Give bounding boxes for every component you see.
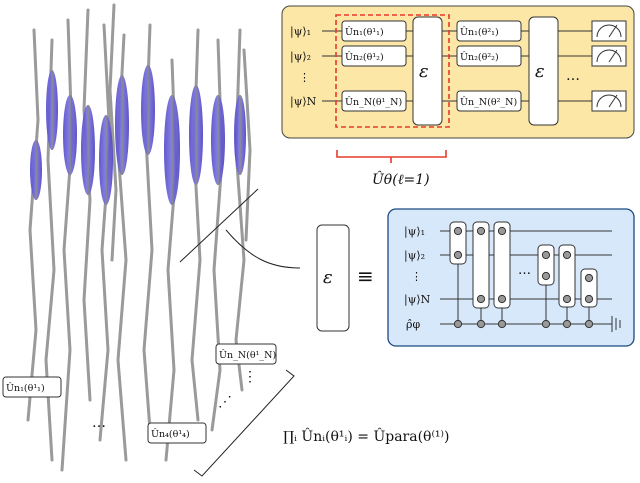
fiber-strand xyxy=(26,28,40,422)
meter-n xyxy=(591,90,627,112)
horizontal-dots: … xyxy=(92,415,106,431)
fiber-gate-n-label: Ûn_N(θ¹_N) xyxy=(219,349,276,361)
top-input-2: |ψ⟩₂ xyxy=(290,50,311,64)
right-ellipsis: … xyxy=(518,263,531,278)
top-input-n: |ψ⟩N xyxy=(290,95,317,109)
equiv-symbol: ≡ xyxy=(357,264,374,288)
fiber-gate-4-label: Ûn₄(θ¹₄) xyxy=(151,428,190,440)
gate-layer1-1-label: Ûn₁(θ¹₁) xyxy=(345,26,384,38)
right-circuit-panel: |ψ⟩₁ |ψ⟩₂ ⋮ |ψ⟩N ρ̂φ … xyxy=(387,208,635,347)
gate-layer1-n-label: Ûn_N(θ¹_N) xyxy=(345,96,402,108)
cgate-2 xyxy=(472,221,490,329)
zoom-connector xyxy=(179,188,301,269)
vertical-dots: ⋮ xyxy=(243,369,257,385)
fiber-gate-n xyxy=(215,343,277,365)
fiber-strand xyxy=(82,8,92,402)
fiber-strand xyxy=(242,48,252,242)
cgate-1 xyxy=(449,221,467,329)
meter-2 xyxy=(591,45,627,67)
gate-layer2-2-label: Ûn₂(θ²₂) xyxy=(460,51,499,63)
fiber-strand xyxy=(60,18,74,472)
fiber-gate-1 xyxy=(2,376,62,398)
right-probe: ρ̂φ xyxy=(406,318,420,331)
meter-1 xyxy=(591,20,627,42)
fiber-strand xyxy=(108,3,118,262)
entangler-detail-box xyxy=(316,224,350,332)
bottom-bracket xyxy=(193,369,295,477)
entangler-1-symbol: ε xyxy=(419,61,429,82)
top-input-dots: ⋮ xyxy=(299,71,310,84)
gate-layer2-n xyxy=(456,90,522,112)
fiber-strand xyxy=(98,23,112,442)
cgate-5 xyxy=(558,244,576,329)
gate-layer2-1 xyxy=(456,20,522,42)
right-input-2: |ψ⟩₂ xyxy=(404,249,425,263)
top-input-1: |ψ⟩₁ xyxy=(290,25,311,39)
gate-layer2-2 xyxy=(456,45,522,67)
gate-layer1-n xyxy=(341,90,407,112)
cgate-3 xyxy=(493,221,511,329)
entangler-2-symbol: ε xyxy=(535,61,545,82)
entangler-detail-symbol: ε xyxy=(323,267,333,288)
fiber-gate-1-label: Ûn₁(θ¹₁) xyxy=(6,382,45,394)
gate-layer1-2 xyxy=(341,45,407,67)
fiber-gate-labels: Ûn_N(θ¹_N) Ûn₁(θ¹₁) Ûn₄(θ¹₄) ⋮ … ⋰ xyxy=(2,343,277,444)
right-input-dots: ⋮ xyxy=(411,270,422,283)
gate-layer1-1 xyxy=(341,20,407,42)
top-circuit-panel: |ψ⟩₁ |ψ⟩₂ ⋮ |ψ⟩N Ûn₁(θ¹₁) Ûn₂(θ¹₂) Ûn_N(… xyxy=(281,5,635,188)
layer-bracket xyxy=(336,150,447,158)
cgate-6 xyxy=(580,268,598,329)
right-input-n: |ψ⟩N xyxy=(404,293,431,307)
entangler-2 xyxy=(528,16,559,126)
fiber-bundle xyxy=(26,3,252,472)
product-equation: ∏ᵢ Ûnᵢ(θ¹ᵢ) = Ûpara(θ⁽¹⁾) xyxy=(283,427,449,445)
top-ellipsis: … xyxy=(566,68,580,84)
gate-layer1-2-label: Ûn₂(θ¹₂) xyxy=(345,51,384,63)
fiber-strand xyxy=(234,28,246,392)
right-input-1: |ψ⟩₁ xyxy=(404,225,425,239)
gate-layer2-n-label: Ûn_N(θ²_N) xyxy=(460,96,517,108)
cgate-4 xyxy=(537,244,555,329)
layer-label: Ûθ(ℓ=1) xyxy=(372,170,430,188)
layer-dashed-box xyxy=(335,14,450,128)
gate-layer2-1-label: Ûn₁(θ²₁) xyxy=(460,26,499,38)
entangler-1 xyxy=(412,16,443,126)
fiber-gate-4 xyxy=(147,422,207,444)
diagonal-dots: ⋰ xyxy=(218,394,232,410)
